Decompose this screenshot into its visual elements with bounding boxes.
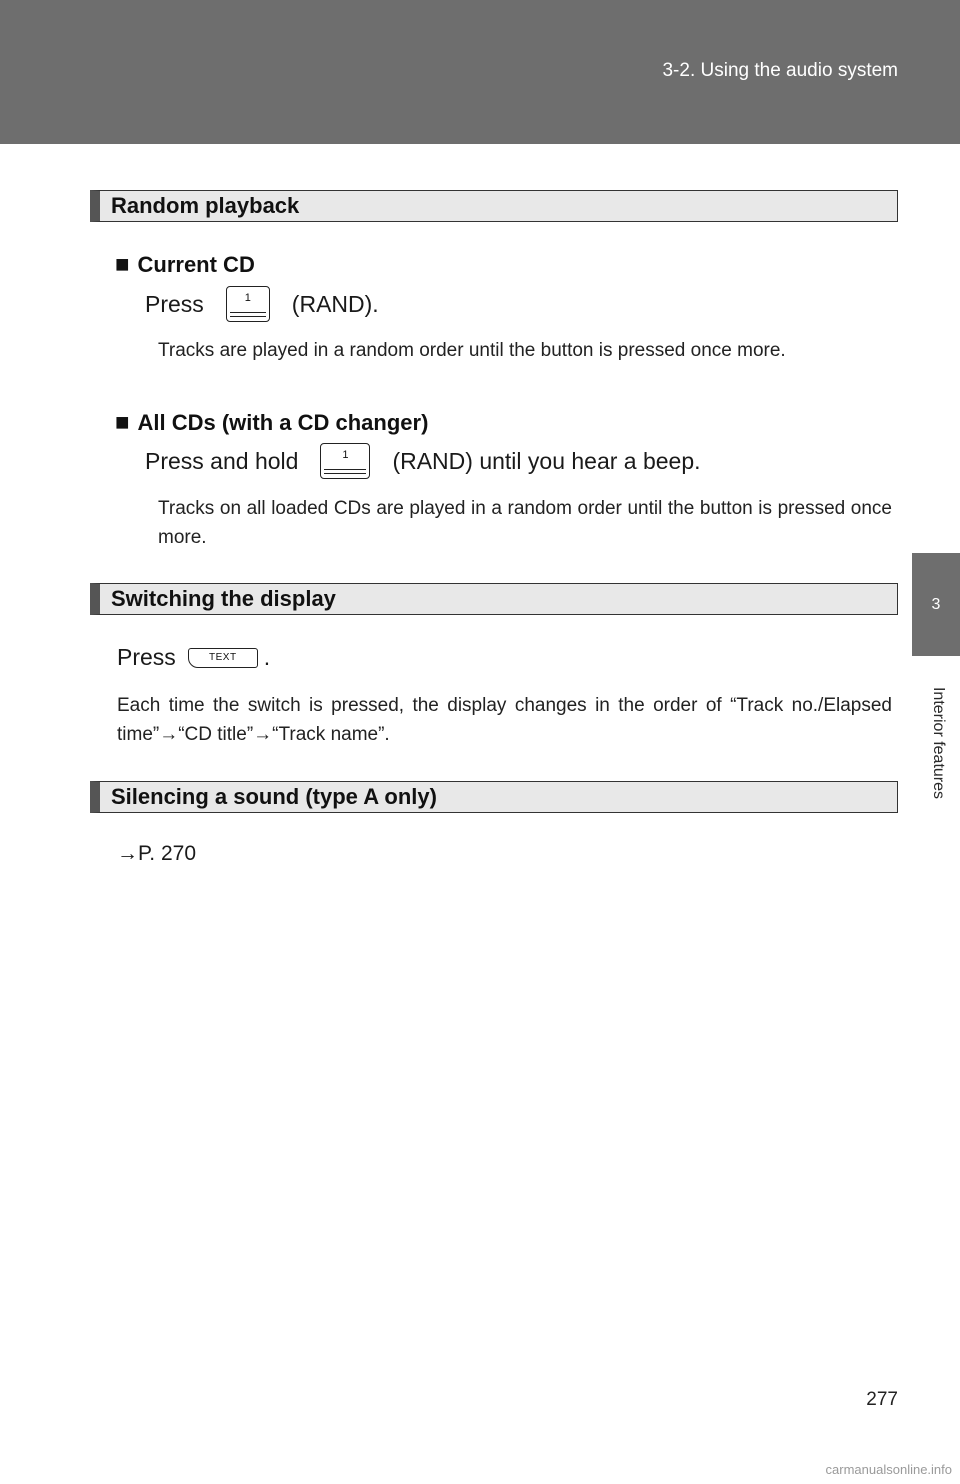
note-current-cd: Tracks are played in a random order unti… (158, 340, 786, 361)
square-bullet-icon: ■ (115, 251, 130, 278)
header-title: 3-2. Using the audio system (662, 60, 898, 81)
square-bullet-icon: ■ (115, 409, 130, 436)
side-tab-label: Interior features (922, 663, 954, 823)
text-button-icon: TEXT (187, 647, 258, 668)
note-display: Each time the switch is pressed, the dis… (117, 695, 892, 745)
instruction-current-cd: Press 1 (RAND). (145, 286, 379, 322)
subheading-all-cds: ■ All CDs (with a CD changer) (115, 409, 428, 437)
press-hold-word: Press and hold (145, 447, 299, 474)
page-number: 277 (866, 1389, 898, 1410)
rand-button-icon: 1 (225, 286, 270, 322)
press-word: Press (145, 290, 204, 317)
press-word: Press (117, 644, 176, 670)
instruction-after: (RAND). (291, 290, 379, 317)
section-switching-display: Switching the display (90, 583, 898, 615)
instruction-display: Press TEXT . (117, 644, 270, 671)
subheading-current-cd: ■ Current CD (115, 251, 255, 279)
instruction-after: . (263, 644, 271, 670)
note-all-cds: Tracks on all loaded CDs are played in a… (158, 498, 892, 548)
header-band: 3-2. Using the audio system (0, 0, 960, 144)
side-tab-label-text: Interior features (930, 686, 947, 800)
rand-button-icon: 1 (320, 443, 371, 479)
side-tab-number: 3 (912, 553, 960, 656)
watermark: carmanualsonline.info (825, 1462, 952, 1477)
subheading-all-cds-text: All CDs (with a CD changer) (137, 410, 429, 435)
instruction-after: (RAND) until you hear a beep. (392, 447, 701, 474)
section-silencing-sound: Silencing a sound (type A only) (90, 781, 898, 813)
page-reference: →P. 270 (117, 842, 197, 865)
instruction-all-cds: Press and hold 1 (RAND) until you hear a… (145, 443, 701, 479)
subheading-current-cd-text: Current CD (137, 252, 255, 277)
section-random-playback: Random playback (90, 190, 898, 222)
